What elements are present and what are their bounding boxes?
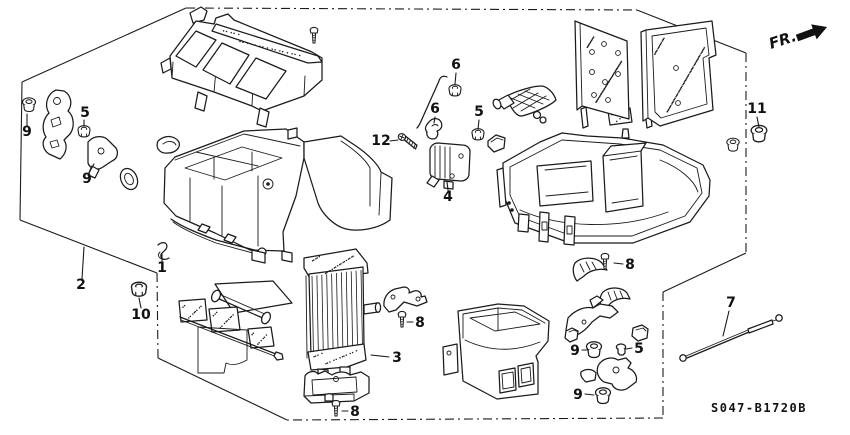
vent-grille	[492, 85, 557, 124]
grommet-9-left	[21, 97, 37, 113]
callout-9-grommet-lower: 9	[570, 343, 580, 359]
core-lower-holder	[303, 370, 370, 404]
callout-5-nut-center: 5	[474, 104, 484, 120]
cover-screw	[309, 26, 319, 44]
diagram-frame	[19, 7, 747, 421]
control-rod-6	[416, 75, 448, 129]
lower-duct	[442, 303, 550, 400]
screw-8-holder	[331, 399, 341, 417]
bracket-cluster	[564, 257, 649, 391]
callout-5-clip-lower: 5	[634, 341, 644, 357]
callout-12-screw: 12	[371, 133, 390, 149]
nut-6	[448, 84, 462, 97]
screw-12	[397, 133, 418, 150]
nut-10	[130, 281, 148, 297]
mode-motor-actuator	[426, 142, 471, 190]
clip-6	[424, 118, 443, 140]
callout-8-screw-holder: 8	[350, 404, 360, 420]
insulator-pad-right	[640, 20, 717, 127]
callout-8-screw-core: 8	[415, 315, 425, 331]
callout-7-cable: 7	[726, 295, 736, 311]
grommet-small	[726, 137, 740, 152]
grommet-9-bottom	[594, 387, 612, 405]
callout-4-actuator: 4	[443, 189, 453, 205]
callout-3-heater-core: 3	[392, 350, 402, 366]
callout-9-grommet-left: 9	[22, 124, 32, 140]
clip-5-lower	[615, 343, 627, 356]
heater-upper-cover	[160, 6, 323, 128]
core-top-bracket	[383, 286, 428, 313]
callout-10-nut: 10	[131, 307, 151, 323]
callout-6-clip: 6	[430, 101, 440, 117]
heater-lower-case	[496, 128, 711, 246]
callout-5-nut-left: 5	[80, 105, 90, 121]
diagram-part-code: S047-B1720B	[711, 401, 807, 415]
leader-lines	[26, 72, 760, 412]
heater-unit-body	[156, 127, 393, 264]
callout-11-grommet: 11	[747, 101, 766, 117]
pentagon-clip	[487, 134, 506, 153]
callout-1-clip: 1	[157, 260, 167, 276]
callout-6-nut: 6	[451, 57, 461, 73]
left-mount-bracket	[42, 89, 139, 191]
callout-9-bracket-left: 9	[82, 171, 92, 187]
nut-5-left	[77, 125, 91, 138]
heater-core	[303, 248, 382, 379]
control-cable	[679, 314, 783, 362]
seal-pad-assembly	[178, 280, 293, 374]
clip-1	[157, 242, 170, 260]
insulator-pad-left	[574, 20, 630, 120]
front-direction-label: FR.	[767, 27, 799, 53]
nut-5-center	[471, 128, 485, 141]
callout-9-grommet-bottom: 9	[573, 387, 583, 403]
grommet-9-lower	[585, 341, 603, 359]
front-arrow-icon	[795, 24, 828, 42]
callout-8-screw-case: 8	[625, 257, 635, 273]
front-direction-indicator: FR.	[767, 24, 828, 53]
grommet-11	[750, 124, 768, 143]
screw-8-core	[397, 310, 407, 328]
callout-2-heater-unit: 2	[76, 277, 86, 293]
